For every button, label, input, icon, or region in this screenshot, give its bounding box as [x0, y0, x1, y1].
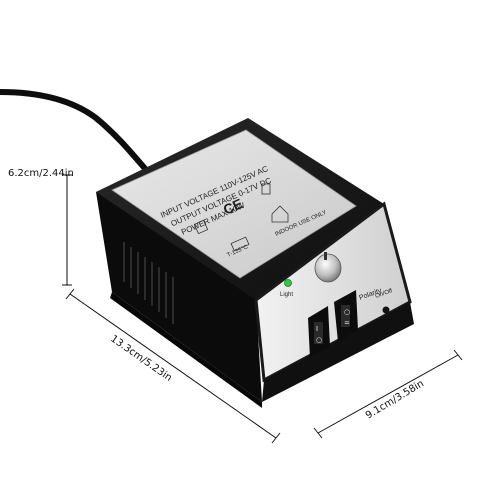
power-led — [284, 279, 292, 287]
power-cord — [0, 89, 151, 175]
polarity-down-icon: = — [344, 319, 350, 327]
on-off-label: On/Off — [375, 288, 394, 300]
on-off-rocker — [314, 322, 323, 344]
speed-knob[interactable] — [314, 253, 342, 283]
on-icon: I — [316, 325, 318, 333]
dimension-width-label: 9.1cm/3.58in — [364, 378, 426, 421]
polarity-up-icon: ○ — [344, 308, 350, 316]
label-plate — [111, 129, 357, 279]
vent-grille — [123, 242, 174, 324]
handpiece-socket[interactable] — [382, 306, 390, 314]
ce-mark: CE — [221, 195, 245, 218]
dimension-height-label: 6.2cm/2.44in — [8, 168, 74, 179]
led-label: Light — [280, 292, 293, 298]
dimension-length-label: 13.3cm/5.23in — [108, 333, 174, 383]
device-side-left — [96, 168, 262, 402]
double-insulation-icon — [193, 219, 209, 235]
device-base-left — [110, 292, 262, 408]
polarity-rocker — [341, 305, 350, 327]
house-icon — [271, 205, 289, 223]
off-icon: ○ — [316, 336, 322, 344]
dimension-height: 6.2cm/2.44in — [8, 168, 74, 286]
fuse-icon — [230, 236, 250, 252]
knob-indicator — [324, 252, 327, 260]
device-base — [262, 302, 414, 402]
recycle-bin-icon — [261, 183, 271, 195]
